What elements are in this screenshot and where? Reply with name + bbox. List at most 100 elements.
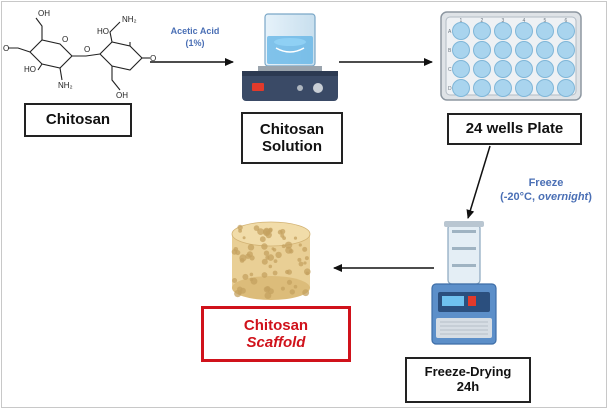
freeze-drying-line2: 24h xyxy=(456,379,480,394)
scaffold-pore xyxy=(267,254,275,261)
freeze-drying-label-box: Freeze-Drying 24h xyxy=(405,357,531,403)
chitosan-structure-icon xyxy=(8,17,150,91)
freeze-condition-label: Freeze (-20°C, overnight) xyxy=(482,176,610,205)
plate-well xyxy=(473,60,491,78)
plate-well xyxy=(515,22,533,40)
scaffold-pore xyxy=(298,243,302,247)
freeze-title: Freeze xyxy=(528,177,564,189)
plate-well xyxy=(452,60,470,78)
plate-column-label: 4 xyxy=(523,18,526,24)
porous-scaffold-icon xyxy=(231,221,311,300)
scaffold-pore xyxy=(303,261,307,265)
freeze-temp: (-20°C, xyxy=(500,191,539,204)
plate-column-label: 5 xyxy=(544,18,547,24)
scaffold-line1: Chitosan xyxy=(243,316,309,334)
scaffold-pore xyxy=(285,246,293,254)
scaffold-pore xyxy=(250,277,258,285)
scaffold-pore xyxy=(285,241,293,249)
freeze-drying-line1: Freeze-Drying xyxy=(424,364,512,380)
plate-column-label: 3 xyxy=(502,18,505,24)
freeze-conditions: (-20°C, overnight) xyxy=(482,190,610,204)
scaffold-pore xyxy=(239,287,246,294)
chitosan-label-box: Chitosan xyxy=(24,103,132,137)
acetic-acid-reagent: Acetic Acid xyxy=(170,26,220,36)
scaffold-pore xyxy=(289,289,295,295)
chitosan-label: Chitosan xyxy=(45,111,111,129)
scaffold-pore xyxy=(259,236,266,243)
scaffold-pore xyxy=(275,251,282,259)
scaffold-pore xyxy=(280,286,285,291)
scaffold-pore xyxy=(305,271,310,276)
scaffold-label-box: Chitosan Scaffold xyxy=(201,306,351,362)
scaffold-pore xyxy=(239,258,245,263)
scaffold-pore xyxy=(293,284,298,289)
scaffold-pore xyxy=(253,225,260,231)
scaffold-pore xyxy=(263,227,271,235)
chitosan-atom-o-ring2: O xyxy=(150,54,156,63)
chitosan-atom-o-methyl: O xyxy=(3,44,9,53)
plate-well xyxy=(557,60,575,78)
scaffold-pore xyxy=(282,236,286,241)
scaffold-pore xyxy=(249,272,254,277)
scaffold-pore xyxy=(232,278,238,283)
plate-well xyxy=(515,79,533,97)
acetic-acid-concentration: (1%) xyxy=(185,37,205,48)
plate-well xyxy=(452,22,470,40)
plate-well xyxy=(473,41,491,59)
chitosan-atom-ho-left: HO xyxy=(24,65,36,74)
solution-line1: Chitosan xyxy=(259,120,325,138)
plate-column-label: 2 xyxy=(481,18,484,24)
plate-well xyxy=(536,41,554,59)
well-plate-icon: 1 2 3 4 5 6 A B C D xyxy=(440,11,582,101)
scaffold-pore xyxy=(235,250,241,256)
scaffold-pore xyxy=(268,264,273,269)
scaffold-pore xyxy=(242,273,249,280)
chitosan-atom-nh2-right: NH₂ xyxy=(122,15,137,24)
freeze-dryer-icon xyxy=(431,221,497,345)
scaffold-pore xyxy=(281,244,286,249)
plate-well xyxy=(536,60,554,78)
plate-well xyxy=(473,22,491,40)
chitosan-atom-oh-top: OH xyxy=(38,9,50,18)
scaffold-line2: Scaffold xyxy=(246,334,306,351)
plate-well xyxy=(452,79,470,97)
scaffold-pore xyxy=(272,270,278,276)
plate-well xyxy=(515,60,533,78)
beaker-on-stirrer-icon xyxy=(242,13,338,101)
plate-row-label: A xyxy=(448,29,452,35)
scaffold-pore xyxy=(261,243,268,250)
scaffold-pore xyxy=(247,244,255,251)
acetic-acid-label: Acetic Acid (1%) xyxy=(160,26,230,49)
scaffold-pore xyxy=(264,292,272,299)
plate-row-label: C xyxy=(448,67,452,73)
scaffold-pore xyxy=(263,286,270,293)
scaffold-pore xyxy=(297,257,302,262)
scaffold-pore xyxy=(286,279,293,285)
chitosan-atom-o-ring1: O xyxy=(62,35,68,44)
plate-column-label: 1 xyxy=(460,18,463,24)
scaffold-pore xyxy=(304,256,309,261)
scaffold-pore xyxy=(277,229,283,235)
solution-label-box: Chitosan Solution xyxy=(241,112,343,164)
plate-row-label: B xyxy=(448,48,452,54)
chitosan-atom-nh2-bottom: NH₂ xyxy=(58,81,73,90)
scaffold-pore xyxy=(302,289,310,297)
plate-well xyxy=(557,41,575,59)
scaffold-pore xyxy=(293,236,298,240)
scaffold-pore xyxy=(238,229,243,233)
plate-well xyxy=(515,41,533,59)
scaffold-pore xyxy=(271,247,275,251)
plate-well xyxy=(494,22,512,40)
plate-well xyxy=(473,79,491,97)
plate-row-label: D xyxy=(448,86,452,92)
chitosan-atom-o-link: O xyxy=(84,45,90,54)
scaffold-pore xyxy=(261,258,268,265)
plate-well xyxy=(557,22,575,40)
scaffold-pore xyxy=(263,250,270,256)
arrow-plate-to-freeze-dryer xyxy=(466,145,491,219)
plate-column-label: 6 xyxy=(565,18,568,24)
scaffold-pore xyxy=(237,224,243,231)
freeze-close: ) xyxy=(588,191,592,204)
